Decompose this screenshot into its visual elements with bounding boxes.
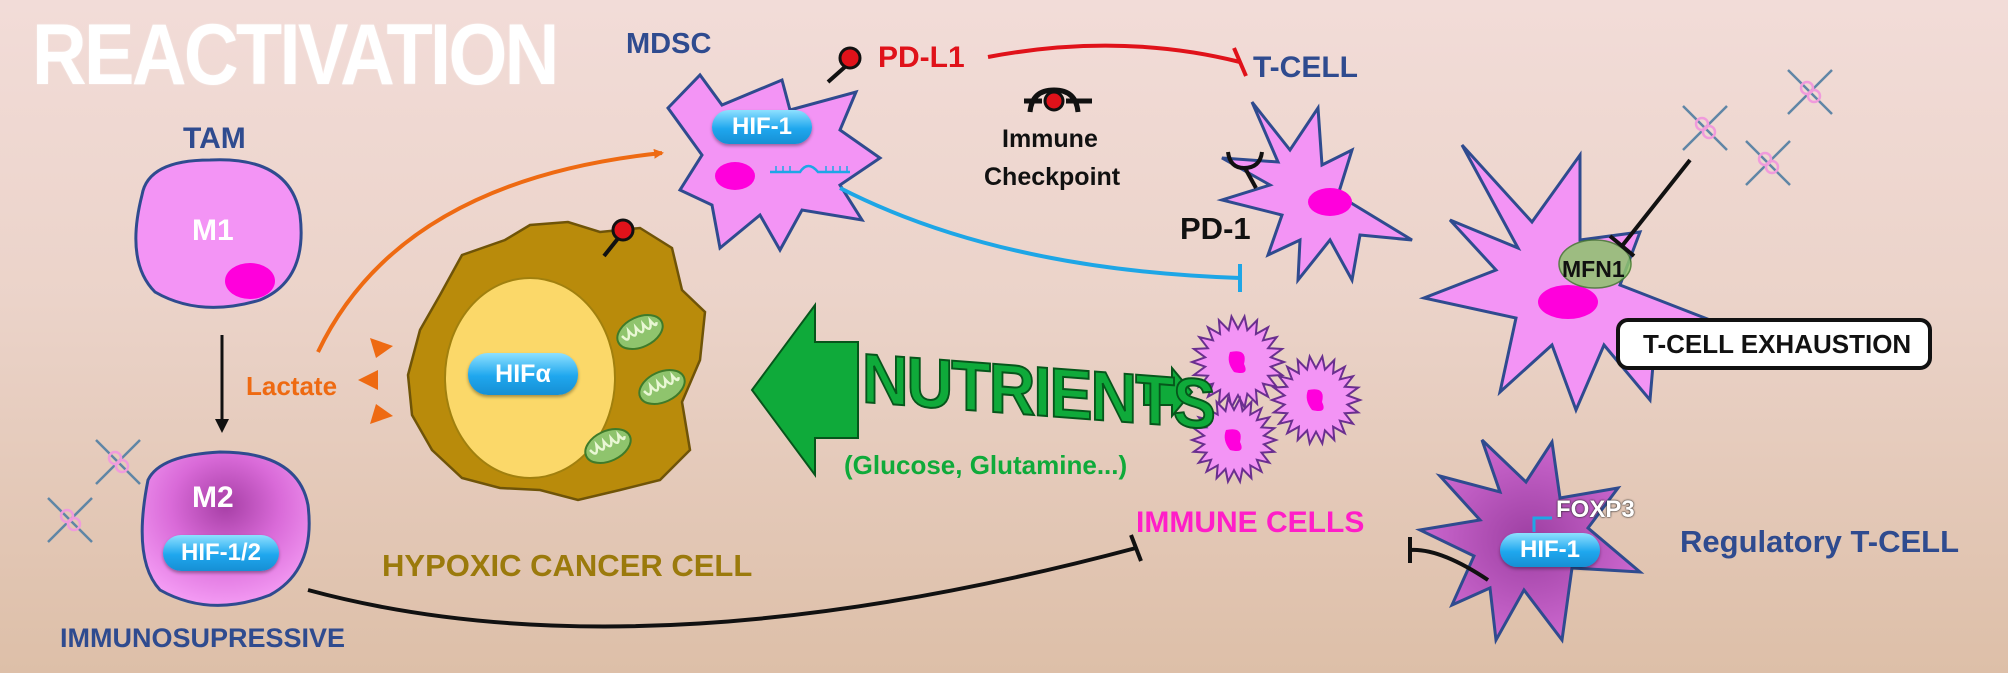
mfn1-label: MFN1	[1562, 256, 1625, 282]
crossed-inhibitor-icon	[46, 496, 94, 544]
tam-label: TAM	[183, 122, 246, 155]
foxp3-promoter-icon	[1532, 516, 1552, 532]
checkpoint-label-line1: Immune	[1002, 125, 1098, 153]
m2-inhibition-line	[307, 546, 1137, 629]
t-cell-exhaustion-label: T-CELL EXHAUSTION	[1643, 329, 1912, 359]
regulatory-t-cell-label: Regulatory T-CELL	[1680, 524, 1960, 559]
checkpoint-label-line2: Checkpoint	[984, 163, 1121, 191]
mdsc-nucleus	[715, 162, 755, 190]
nutrients-big-arrow	[750, 301, 859, 479]
crossed-inhibitor-icon	[1744, 139, 1792, 187]
m2-hif-marker: HIF-1/2	[163, 535, 279, 571]
immune-cell-nucleus	[1228, 351, 1246, 373]
mdsc-pdl1-icon	[838, 46, 862, 70]
cancer-hif-marker: HIFα	[468, 353, 578, 395]
lactate-label: Lactate	[246, 371, 338, 401]
exhausted-t-cell-nucleus	[1538, 285, 1598, 319]
lactate-arrow-down	[370, 404, 393, 424]
treg-hif-marker: HIF-1	[1500, 533, 1600, 567]
immune-cells-label: IMMUNE CELLS	[1136, 506, 1365, 539]
m1-nucleus	[225, 263, 275, 299]
t-cell-label: T-CELL	[1253, 51, 1358, 84]
checkpoint-ligand-icon	[1043, 90, 1065, 112]
lactate-arrow-up	[370, 338, 393, 358]
m1-label: M1	[192, 214, 234, 247]
nutrients-sublabel: (Glucose, Glutamine...)	[844, 450, 1128, 480]
crossed-inhibitor-icon	[1786, 68, 1834, 116]
t-cell-nucleus	[1308, 188, 1352, 216]
mfn1-mitochondrion-icon	[1558, 239, 1632, 289]
mdsc-label: MDSC	[626, 28, 712, 60]
nutrients-small-arrow	[1143, 365, 1194, 419]
crossed-inhibitor-icon	[94, 438, 142, 486]
lactate-arrow-mid	[358, 370, 378, 390]
foxp3-label: FOXP3	[1556, 496, 1635, 523]
m2-macrophage	[140, 450, 311, 607]
m2-label: M2	[192, 481, 234, 514]
lactate-to-mdsc-arrow	[316, 148, 664, 353]
immune-cell-nucleus	[1224, 429, 1242, 451]
mdsc-hif-marker: HIF-1	[712, 110, 812, 144]
cancer-cell-label: HYPOXIC CANCER CELL	[382, 548, 753, 583]
mdsc-inhibition-line	[839, 186, 1241, 280]
cancer-pdl1-icon	[611, 218, 635, 242]
pd1-label: PD-1	[1180, 211, 1251, 246]
crossed-inhibitor-icon	[1681, 104, 1729, 152]
treg-inhibition-line	[1409, 547, 1490, 582]
mdsc-pdl1-stalk	[826, 64, 848, 84]
m2-inhibition-bar	[1129, 534, 1143, 562]
pdl1-label: PD-L1	[878, 41, 965, 74]
pdl1-inhibition-bar	[1232, 47, 1248, 77]
mdsc-cell	[666, 72, 883, 254]
pd1-receptor-icon	[1226, 151, 1264, 171]
exhaustion-inhibition-line	[1620, 158, 1692, 248]
t-cell-exhaustion-box	[1616, 318, 1932, 370]
mdsc-mrna-icon	[770, 164, 850, 174]
mdsc-mrna-ticks-icon	[775, 166, 848, 172]
immunosuppressive-label: IMMUNOSUPRESSIVE	[60, 623, 346, 653]
pd1-stalk	[1243, 167, 1258, 189]
pdl1-inhibition-line	[987, 43, 1241, 64]
diagram-title: REACTIVATION	[32, 7, 559, 103]
immune-cell-nucleus	[1306, 389, 1324, 411]
exhaustion-inhibition-bar	[1608, 234, 1636, 258]
immune-cell-cluster	[1189, 313, 1363, 485]
